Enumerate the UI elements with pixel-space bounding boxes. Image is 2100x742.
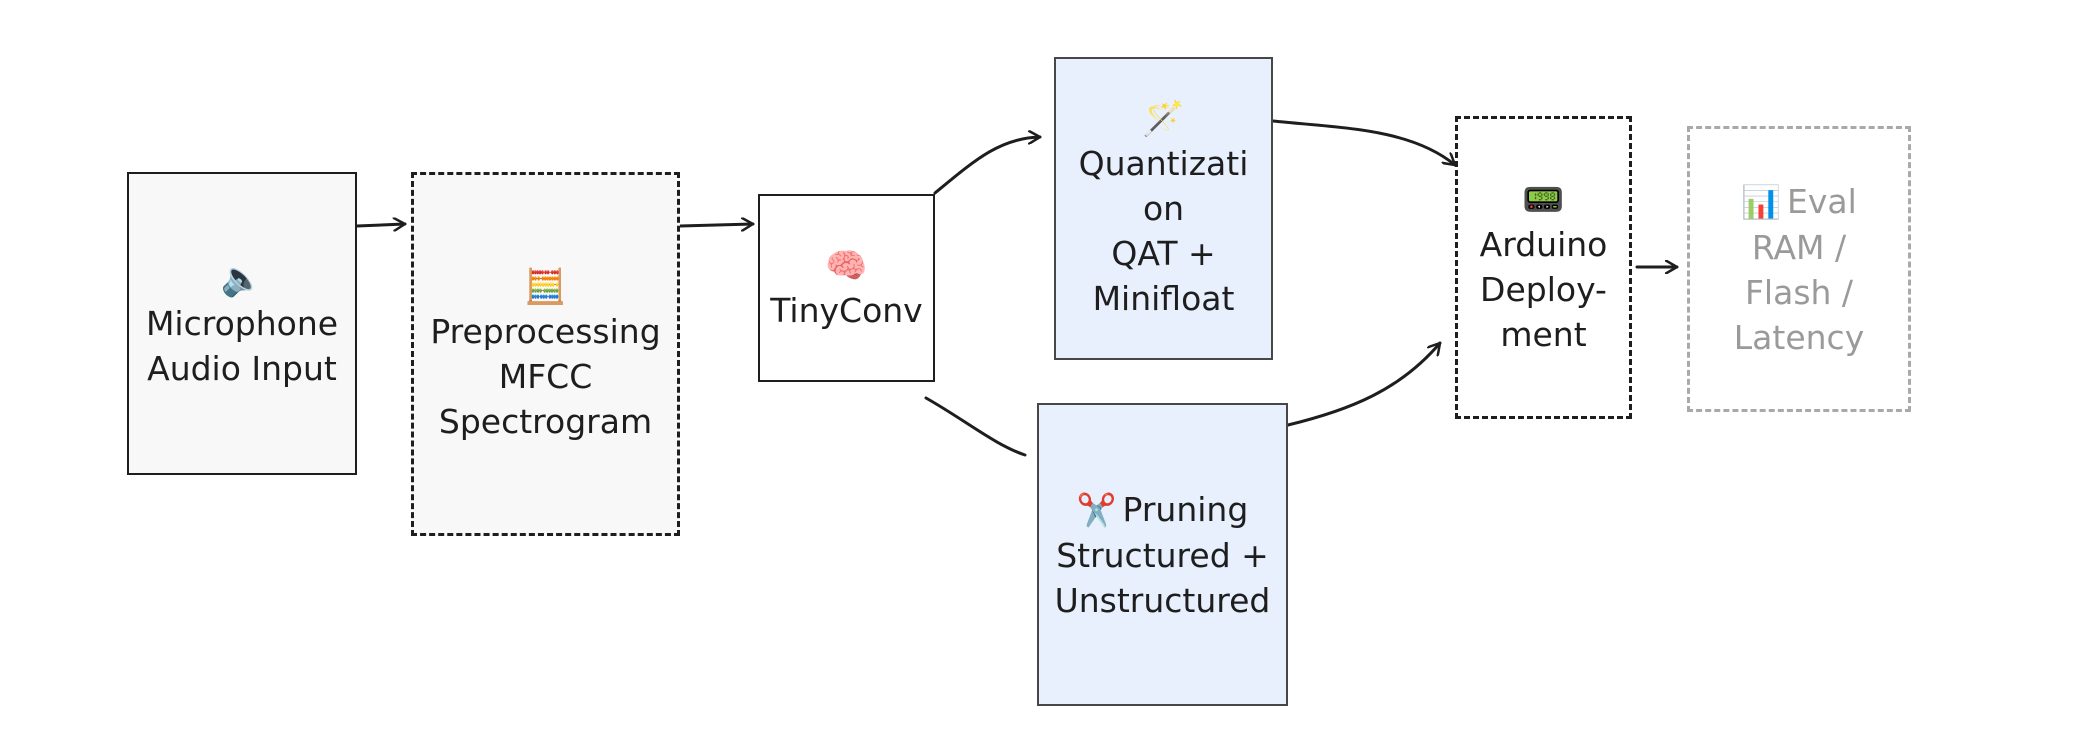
node-pruning[interactable]: ✂️Pruning Structured + Unstructured	[1037, 403, 1288, 706]
node-eval-ram-flash-latency[interactable]: 📊Eval RAM / Flash / Latency	[1687, 126, 1911, 412]
arrow-quantization-to-arduino	[1271, 119, 1457, 167]
bar-chart-icon: 📊	[1741, 182, 1782, 221]
node-label-line: Structured +	[1056, 535, 1269, 575]
speaker-icon: 🔈	[220, 258, 264, 299]
node-label-line: Spectrogram	[438, 401, 653, 441]
node-label-line: Minifloat	[1092, 278, 1235, 318]
node-label-text: Pruning	[1122, 489, 1249, 529]
node-label-line: Latency	[1733, 317, 1865, 357]
magic-wand-icon: 🪄	[1142, 98, 1185, 139]
node-label-text: Eval	[1787, 181, 1857, 221]
node-label-line: Unstructured	[1054, 580, 1271, 620]
node-label-line: Preprocessing	[430, 311, 661, 351]
arrow-mic-to-preprocessing	[355, 224, 407, 226]
arrow-tinyconv-to-quantization	[933, 137, 1042, 195]
arrow-preprocessing-to-tinyconv	[678, 224, 755, 226]
node-quantization[interactable]: 🪄 Quantizati on QAT + Minifloat	[1054, 57, 1273, 360]
node-label-line: ment	[1500, 315, 1587, 354]
node-label-line: Quantizati	[1078, 143, 1249, 183]
scissors-icon: ✂️	[1076, 490, 1117, 529]
node-label-line: Flash /	[1744, 272, 1854, 312]
brain-icon: 🧠	[825, 245, 868, 286]
node-label-line: Arduino	[1479, 225, 1608, 264]
node-label-line: Microphone	[145, 303, 339, 343]
abacus-icon: 🧮	[524, 266, 567, 307]
node-label-line: QAT +	[1111, 233, 1216, 273]
node-tinyconv[interactable]: 🧠 TinyConv	[758, 194, 935, 382]
arrow-pruning-to-arduino	[1286, 341, 1442, 427]
node-label-line: Audio Input	[147, 348, 337, 388]
arrow-tinyconv-to-pruning	[924, 396, 1027, 457]
node-label-line: 📊Eval	[1741, 179, 1857, 225]
node-label-line: Deploy-	[1480, 270, 1607, 309]
node-microphone-audio-input[interactable]: 🔈 Microphone Audio Input	[127, 172, 357, 475]
node-label-line: RAM /	[1751, 227, 1847, 267]
node-label-line: MFCC	[498, 356, 593, 396]
node-label-line: TinyConv	[770, 290, 923, 330]
pager-icon: 📟	[1522, 180, 1565, 220]
node-arduino-deployment[interactable]: 📟 Arduino Deploy- ment	[1455, 116, 1632, 419]
node-label-line: on	[1142, 188, 1185, 228]
node-label-line: ✂️Pruning	[1077, 487, 1249, 533]
node-preprocessing-mfcc[interactable]: 🧮 Preprocessing MFCC Spectrogram	[411, 172, 680, 536]
